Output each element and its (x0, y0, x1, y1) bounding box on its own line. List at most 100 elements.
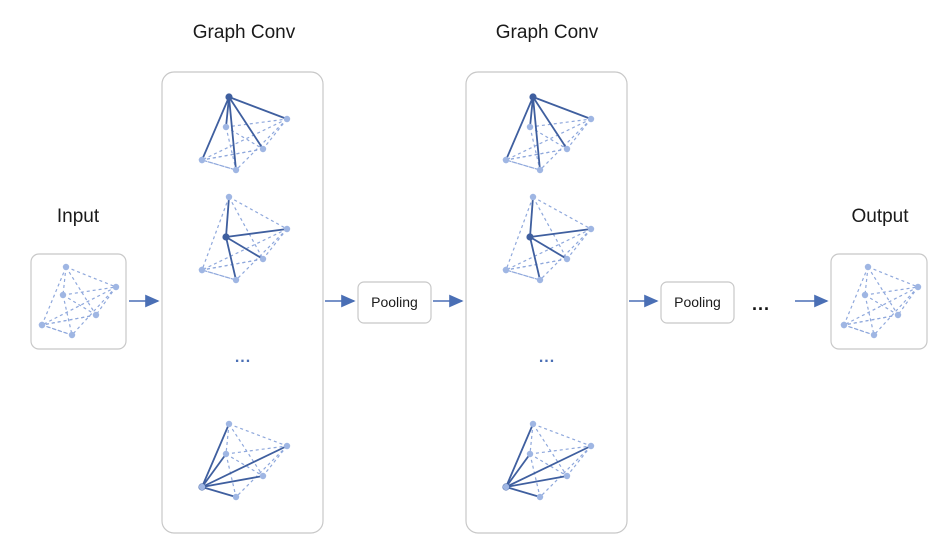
graph-node (232, 276, 240, 284)
graph-edge-dashed (566, 118, 592, 150)
graph-edge-dashed (71, 286, 117, 336)
conv1-graph-3 (198, 420, 291, 501)
graph-edge-dashed (864, 294, 875, 336)
conv2-graph-1 (502, 93, 595, 174)
graph-conv-panel-2 (465, 71, 628, 534)
graph-edge-dashed (62, 294, 73, 336)
graph-node (198, 483, 206, 491)
graph-node (502, 266, 510, 274)
graph-edge-dashed (201, 118, 288, 161)
graph-edge-highlight (225, 236, 264, 260)
graph-edge-dashed (65, 266, 117, 288)
graph-node-center (225, 93, 233, 101)
graph-node (232, 493, 240, 501)
conv2-graph-2 (502, 193, 595, 284)
conv2-graph-3 (502, 420, 595, 501)
graph-node (222, 450, 230, 458)
graph-node (502, 156, 510, 164)
graph-edge-dashed (843, 324, 875, 336)
conv1-graph-2 (198, 193, 291, 284)
graph-node (536, 276, 544, 284)
graph-node (840, 321, 848, 329)
graph-edge-dashed (62, 294, 97, 316)
graph-edge-highlight (228, 96, 237, 171)
graph-edge-dashed (529, 453, 568, 477)
graph-node (59, 291, 67, 299)
graph-edge-highlight (505, 96, 534, 161)
pooling-label-1: Pooling (371, 294, 418, 310)
graph-node (536, 493, 544, 501)
graph-edge-dashed (225, 453, 264, 477)
graph-edge-highlight (529, 236, 568, 260)
graph-node (536, 166, 544, 174)
graph-edge-dashed (62, 286, 117, 296)
graph-node (38, 321, 46, 329)
graph-node (864, 263, 872, 271)
input-panel (30, 253, 127, 350)
graph-edge-highlight (228, 96, 264, 150)
graph-edge-dashed (41, 324, 73, 336)
ellipsis-panel-2: ... (539, 349, 555, 366)
graph-node (259, 472, 267, 480)
graph-edge-dashed (228, 196, 288, 230)
graph-edge-dashed (201, 148, 264, 161)
graph-edge-dashed (225, 118, 288, 128)
graph-edge-dashed (843, 266, 869, 326)
graph-edge-dashed (235, 228, 288, 281)
graph-edge-highlight (225, 196, 230, 238)
graph-edge-dashed (529, 445, 592, 455)
graph-edge-highlight (201, 445, 288, 488)
graph-edge-dashed (566, 445, 592, 477)
graph-edge-dashed (225, 423, 230, 455)
graphs-layer (38, 93, 922, 501)
graph-node (222, 123, 230, 131)
graph-node (112, 283, 120, 291)
graph-node (914, 283, 922, 291)
graph-edge-highlight (201, 96, 230, 161)
graph-node (198, 266, 206, 274)
graph-edge-dashed (262, 118, 288, 150)
graph-edge-highlight (201, 423, 230, 488)
graph-edge-highlight (529, 96, 534, 128)
ellipsis-panel-1: ... (235, 349, 251, 366)
graph-node (563, 255, 571, 263)
graph-edge-dashed (873, 286, 919, 336)
graph-node (563, 472, 571, 480)
graph-conv-title-1: Graph Conv (193, 22, 296, 43)
graph-node (563, 145, 571, 153)
graph-edge-dashed (539, 445, 592, 498)
graph-node (283, 442, 291, 450)
graph-node (232, 166, 240, 174)
graph-node (62, 263, 70, 271)
graph-edge-highlight (529, 228, 592, 238)
graph-node (259, 145, 267, 153)
graph-edge-highlight (505, 486, 541, 498)
graph-edge-highlight (228, 96, 288, 120)
graph-edge-dashed (262, 228, 288, 260)
graph-conv-panel-1 (161, 71, 324, 534)
graph-edge-highlight (529, 236, 541, 281)
graph-node (870, 331, 878, 339)
graph-node (894, 311, 902, 319)
graph-edge-dashed (41, 324, 73, 336)
input-title: Input (57, 206, 100, 227)
graph-edge-dashed (529, 423, 534, 455)
graph-edge-highlight (201, 453, 227, 488)
graph-node (587, 115, 595, 123)
graph-node (225, 193, 233, 201)
graph-node (587, 225, 595, 233)
graph-edge-dashed (532, 196, 592, 230)
graph-edge-dashed (529, 453, 541, 498)
graph-edge-dashed (41, 266, 67, 326)
graph-edge-dashed (843, 286, 919, 326)
graph-node (92, 311, 100, 319)
graph-edge-dashed (235, 118, 288, 171)
output-title: Output (851, 206, 909, 227)
graph-edge-dashed (539, 118, 592, 171)
graph-node-center (529, 93, 537, 101)
graph-edge-highlight (225, 96, 230, 128)
ellipsis-flow: ... (752, 294, 770, 314)
graph-edge-highlight (532, 96, 541, 171)
